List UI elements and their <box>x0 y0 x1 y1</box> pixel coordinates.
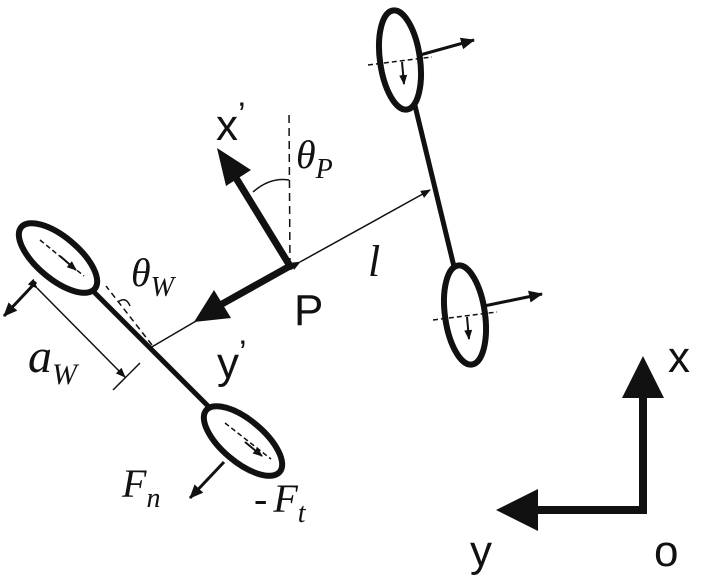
x-prime-axis-arrow-shaft <box>233 176 293 268</box>
right-upper-wheel-heading <box>367 56 433 66</box>
x-prime-label: x’ <box>216 96 246 150</box>
left-upper-wheel-arrow <box>59 255 77 271</box>
left-lower-wheel <box>200 403 286 479</box>
world-x-label: x <box>668 333 690 382</box>
origin-label: o <box>654 527 678 576</box>
theta-p-label: θP <box>296 132 333 185</box>
left-axle <box>2 220 286 500</box>
right-lower-wheel <box>441 262 489 368</box>
right-upper-wheel-small-arrow <box>399 61 408 85</box>
point-p-marker <box>286 262 294 270</box>
y-prime-label: y’ <box>217 334 247 388</box>
point-p-label: P <box>294 286 323 335</box>
fn-force-arrow <box>188 460 226 500</box>
left-wheel-outward-arrow <box>2 280 38 318</box>
length-l-label: l <box>368 237 380 286</box>
left-upper-wheel <box>15 220 101 296</box>
aw-extension-line <box>112 362 141 391</box>
world-y-label: y <box>470 527 492 576</box>
right-lower-wheel-heading <box>432 311 498 321</box>
right-axle <box>367 7 543 368</box>
theta-w-label: θW <box>131 250 177 303</box>
theta-w-reference-dashed <box>105 285 153 346</box>
right-lower-wheel-small-arrow <box>464 316 473 340</box>
left-lower-wheel-arrow <box>244 441 263 457</box>
aw-label: aW <box>28 330 80 391</box>
world-y-axis-arrowhead <box>496 489 538 531</box>
right-upper-wheel <box>376 7 424 113</box>
x-prime-axis-arrowhead <box>217 148 251 186</box>
ft-label: -Ft <box>254 476 307 529</box>
left-lower-wheel-heading <box>224 422 272 460</box>
world-x-axis-arrowhead <box>622 356 664 398</box>
theta-p-reference-dashed <box>288 111 291 267</box>
theta-p-arc <box>252 178 290 193</box>
right-lower-wheel-drive-arrow <box>483 290 543 308</box>
length-l-dimension <box>290 189 431 270</box>
y-prime-axis-arrowhead <box>194 290 231 322</box>
theta-w-arc <box>117 299 131 307</box>
fn-label: Fn <box>121 461 160 514</box>
right-upper-wheel-drive-arrow <box>419 37 475 57</box>
aw-dimension <box>27 278 126 378</box>
y-prime-axis-arrow-shaft <box>220 262 292 308</box>
